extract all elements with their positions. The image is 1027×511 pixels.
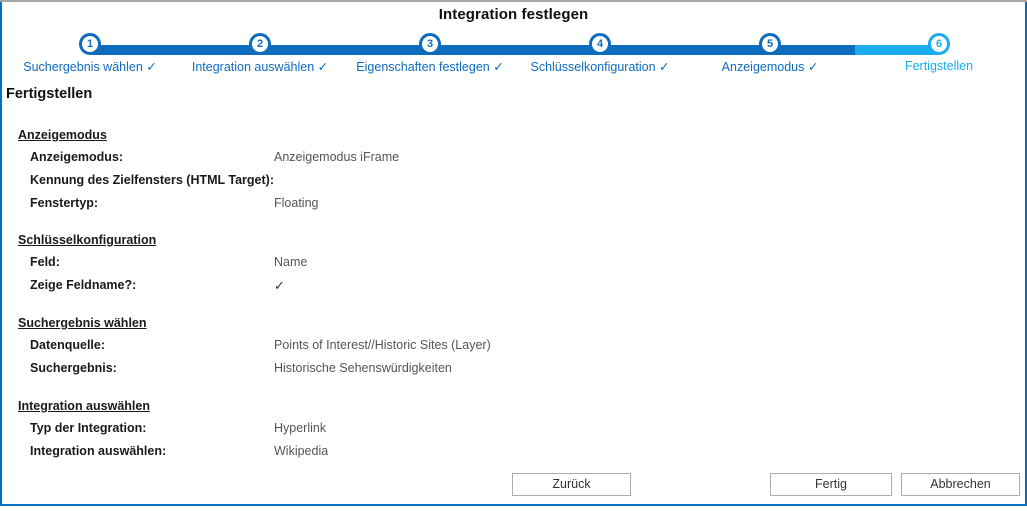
row-label: Zeige Feldname?: bbox=[30, 278, 137, 292]
row-value: Wikipedia bbox=[274, 444, 329, 458]
row-label: Feld: bbox=[30, 255, 60, 269]
summary-row: Anzeigemodus: Anzeigemodus iFrame bbox=[18, 146, 1008, 169]
summary-row: Zeige Feldname?: ✓ bbox=[18, 274, 1008, 297]
row-value-checkmark: ✓ bbox=[274, 278, 285, 293]
summary-row: Integration auswählen: Wikipedia bbox=[18, 440, 1008, 463]
summary-group-schluesselkonfiguration: Schlüsselkonfiguration Feld: Name Zeige … bbox=[18, 231, 1008, 297]
stepper-step-2-label: Integration auswählen ✓ bbox=[191, 60, 329, 74]
window-left-border bbox=[0, 2, 2, 506]
back-button[interactable]: Zurück bbox=[512, 473, 631, 496]
group-heading-schluesselkonfiguration: Schlüsselkonfiguration bbox=[18, 233, 157, 247]
footer-button-bar: Zurück Fertig Abbrechen bbox=[2, 468, 1025, 504]
stepper-step-4-label: Schlüsselkonfiguration ✓ bbox=[530, 60, 670, 74]
stepper-step-6-number: 6 bbox=[928, 33, 950, 55]
row-value: Name bbox=[274, 255, 308, 269]
row-label: Integration auswählen: bbox=[30, 444, 167, 458]
summary-row: Fenstertyp: Floating bbox=[18, 192, 1008, 215]
row-label: Fenstertyp: bbox=[30, 196, 99, 210]
wizard-stepper: 1 Suchergebnis wählen ✓ 2 Integration au… bbox=[0, 33, 1027, 81]
summary-row: Feld: Name bbox=[18, 251, 1008, 274]
summary-row: Datenquelle: Points of Interest//Histori… bbox=[18, 334, 1008, 357]
row-value: Floating bbox=[274, 196, 319, 210]
summary-content: Fertigstellen Anzeigemodus Anzeigemodus:… bbox=[2, 86, 1025, 471]
row-value: Points of Interest//Historic Sites (Laye… bbox=[274, 338, 491, 352]
stepper-step-4[interactable]: 4 Schlüsselkonfiguration ✓ bbox=[510, 33, 690, 74]
summary-group-anzeigemodus: Anzeigemodus Anzeigemodus: Anzeigemodus … bbox=[18, 126, 1008, 215]
stepper-step-1-label: Suchergebnis wählen ✓ bbox=[23, 60, 157, 74]
content-heading: Fertigstellen bbox=[6, 86, 93, 102]
stepper-track bbox=[90, 45, 939, 55]
row-label: Kennung des Zielfensters (HTML Target): bbox=[30, 173, 275, 187]
stepper-step-1[interactable]: 1 Suchergebnis wählen ✓ bbox=[0, 33, 180, 74]
cancel-button[interactable]: Abbrechen bbox=[901, 473, 1020, 496]
stepper-step-5-label: Anzeigemodus ✓ bbox=[721, 60, 819, 74]
row-value: Hyperlink bbox=[274, 421, 327, 435]
window-bottom-border bbox=[0, 504, 1027, 506]
stepper-step-3-label: Eigenschaften festlegen ✓ bbox=[356, 60, 504, 74]
finish-button[interactable]: Fertig bbox=[770, 473, 892, 496]
row-label: Typ der Integration: bbox=[30, 421, 147, 435]
stepper-step-5[interactable]: 5 Anzeigemodus ✓ bbox=[680, 33, 860, 74]
row-value: Historische Sehenswürdigkeiten bbox=[274, 361, 452, 375]
summary-group-integration-auswaehlen: Integration auswählen Typ der Integratio… bbox=[18, 397, 1008, 463]
window-top-border bbox=[0, 0, 1027, 2]
summary-group-suchergebnis-waehlen: Suchergebnis wählen Datenquelle: Points … bbox=[18, 314, 1008, 380]
summary-row: Kennung des Zielfensters (HTML Target): bbox=[18, 169, 1008, 192]
row-label: Suchergebnis: bbox=[30, 361, 117, 375]
stepper-track-current-segment bbox=[855, 45, 939, 55]
summary-row: Suchergebnis: Historische Sehenswürdigke… bbox=[18, 357, 1008, 380]
stepper-step-1-number: 1 bbox=[79, 33, 101, 55]
group-heading-integration-auswaehlen: Integration auswählen bbox=[18, 399, 150, 413]
group-heading-suchergebnis-waehlen: Suchergebnis wählen bbox=[18, 316, 147, 330]
stepper-step-2-number: 2 bbox=[249, 33, 271, 55]
stepper-step-6-label: Fertigstellen bbox=[904, 59, 974, 73]
group-heading-anzeigemodus: Anzeigemodus bbox=[18, 128, 107, 142]
stepper-step-3[interactable]: 3 Eigenschaften festlegen ✓ bbox=[340, 33, 520, 74]
stepper-step-5-number: 5 bbox=[759, 33, 781, 55]
stepper-step-3-number: 3 bbox=[419, 33, 441, 55]
stepper-step-2[interactable]: 2 Integration auswählen ✓ bbox=[170, 33, 350, 74]
stepper-step-6[interactable]: 6 Fertigstellen bbox=[849, 33, 1027, 73]
page-title: Integration festlegen bbox=[438, 6, 589, 23]
row-label: Anzeigemodus: bbox=[30, 150, 124, 164]
row-label: Datenquelle: bbox=[30, 338, 106, 352]
window-right-border bbox=[1025, 2, 1027, 506]
summary-row: Typ der Integration: Hyperlink bbox=[18, 417, 1008, 440]
row-value: Anzeigemodus iFrame bbox=[274, 150, 400, 164]
stepper-step-4-number: 4 bbox=[589, 33, 611, 55]
